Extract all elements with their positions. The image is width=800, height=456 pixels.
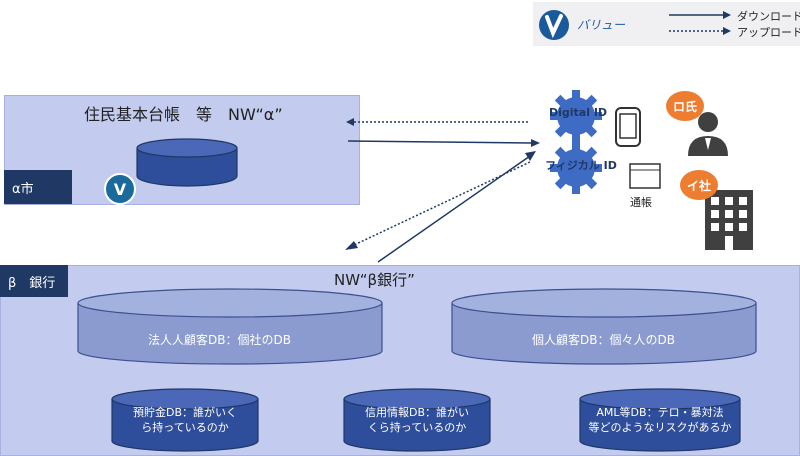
legend-upload-label: アップロード [737,26,800,39]
alpha-download-arrow [347,140,533,144]
value-badge-letter: V [114,180,127,199]
deposit-db-label-line2: ら持っているのか [141,421,229,434]
aml-db-label: AML等DB：テロ・暴対法 等どのようなリスクがあるか [578,405,742,435]
physical-id-label: フィジカル ID [545,159,617,172]
personal-customer-db [451,288,757,365]
person-icon [688,112,728,156]
alpha-upload-arrowhead [346,118,354,126]
credit-info-db-label-line1: 信用情報DB：誰がい [364,406,470,419]
passbook-label: 通帳 [630,196,652,209]
aml-db [579,388,741,452]
legend-brand-label: バリュー [577,18,626,32]
smartphone-icon [615,107,641,147]
aml-db-label-line2: 等どのようなリスクがあるか [588,421,732,434]
deposit-db-label: 預貯金DB：誰がいく ら持っているのか [110,405,260,435]
corporate-customer-db [77,288,383,365]
physical-id-gear-icon [550,142,602,194]
building-icon [705,190,753,250]
legend-arrows [669,11,731,35]
legend: バリュー ダウンロード アップロード [533,2,800,46]
digital-id-gear-icon [550,90,602,142]
deposit-db [111,388,259,452]
bank-download-arrow [377,155,531,263]
aml-db-label-line1: AML等DB：テロ・暴対法 [596,406,724,419]
legend-download-label: ダウンロード [737,10,800,23]
value-badge-icon: V [104,173,136,205]
bank-upload-arrowhead [345,241,358,250]
passbook-icon [629,163,661,189]
credit-info-db-label: 信用情報DB：誰がい くら持っているのか [342,405,492,435]
bank-download-arrowhead [525,151,536,161]
credit-info-db [343,388,491,452]
alpha-city-tag: α市 [4,170,72,204]
corporate-customer-db-label: 法人人顧客DB：個社のDB [148,333,291,347]
value-logo-icon [539,10,569,40]
credit-info-db-label-line2: くら持っているのか [367,421,467,434]
alpha-city-database-icon [136,138,238,187]
deposit-db-label-line1: 預貯金DB：誰がいく [132,406,238,419]
company-badge: イ社 [680,170,718,200]
personal-customer-db-label: 個人顧客DB：個々人のDB [532,333,675,347]
digital-id-label: Digital ID [549,106,608,119]
alpha-download-arrowhead [531,139,540,147]
alpha-city-title: 住民基本台帳 等 NW“α” [84,105,283,124]
beta-bank-title: NW“β銀行” [334,271,415,289]
beta-bank-tag: β 銀行 [0,265,68,297]
person-badge: ロ氏 [666,91,704,121]
